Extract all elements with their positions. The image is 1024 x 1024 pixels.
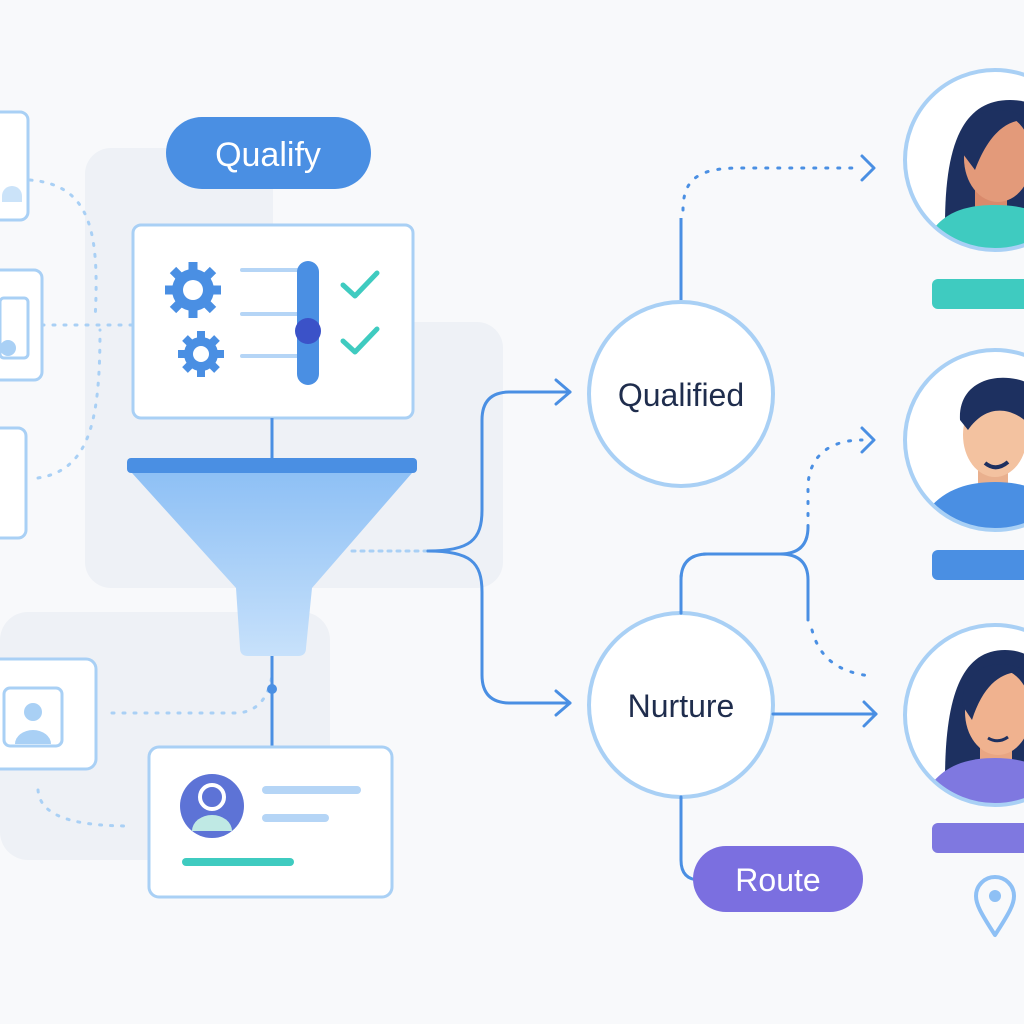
route-label: Route — [735, 862, 820, 898]
output-connectors — [679, 154, 878, 882]
route-pill[interactable]: Route — [693, 846, 863, 912]
qualify-pill[interactable]: Qualify — [166, 117, 371, 189]
nurture-label: Nurture — [628, 688, 735, 724]
rep-avatar-3[interactable] — [903, 623, 1024, 853]
qualified-label: Qualified — [618, 377, 744, 413]
rep-status-bar-3 — [932, 823, 1024, 853]
check-icon — [340, 326, 380, 355]
qualified-node[interactable]: Qualified — [587, 218, 775, 488]
rep-avatar-1[interactable] — [903, 68, 1024, 309]
user-icon — [2, 686, 64, 748]
source-card-1[interactable] — [0, 110, 30, 222]
source-card-3[interactable] — [0, 426, 28, 540]
filter-lines — [240, 268, 300, 358]
nurture-node[interactable]: Nurture — [587, 611, 775, 799]
source-card-2[interactable] — [0, 268, 44, 382]
rep-status-bar-1 — [932, 279, 1024, 309]
lead-card[interactable] — [147, 745, 394, 899]
router-connectors — [350, 378, 572, 717]
user-avatar-icon — [180, 774, 244, 838]
gear-icon — [165, 262, 221, 318]
qualify-label: Qualify — [215, 136, 321, 174]
gear-icon — [178, 331, 224, 377]
source-cards — [0, 110, 98, 771]
source-card-avatar[interactable] — [0, 657, 98, 771]
rep-avatar-2[interactable] — [903, 348, 1024, 580]
rep-status-bar-2 — [932, 550, 1024, 580]
filter-panel[interactable] — [131, 223, 415, 420]
location-pin-icon — [974, 875, 1016, 937]
funnel-icon — [127, 418, 417, 748]
slider-icon[interactable] — [295, 261, 321, 385]
check-icon — [340, 270, 380, 299]
